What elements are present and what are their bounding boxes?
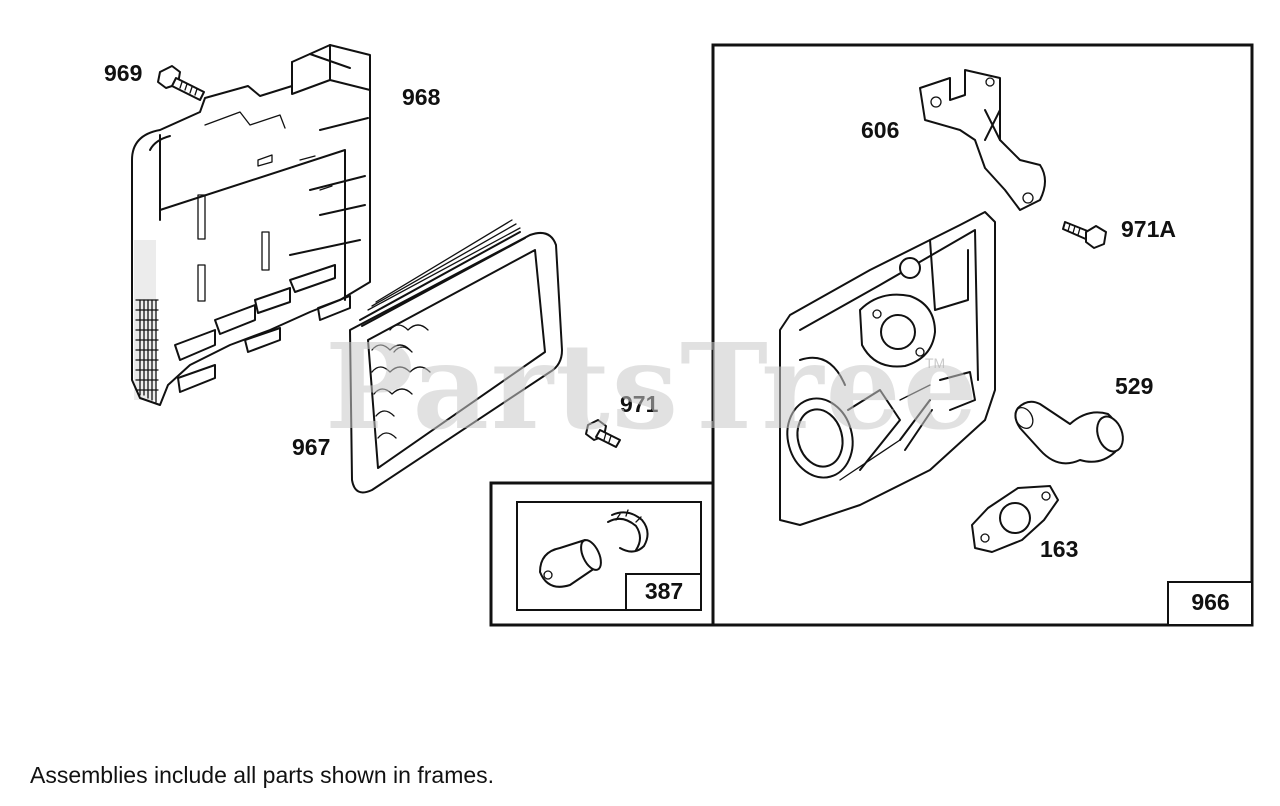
housing-966 (779, 211, 996, 526)
callout-971a: 971A (1121, 216, 1176, 242)
callout-969: 969 (104, 60, 143, 86)
frame-966 (711, 43, 1254, 627)
screw-971a (1062, 221, 1107, 249)
frame-label-387: 387 (644, 578, 684, 604)
screw-971 (585, 419, 621, 448)
bolt-969 (157, 65, 205, 101)
elbow-tube-529 (1014, 400, 1124, 465)
gasket-163 (971, 485, 1059, 553)
callout-971: 971 (620, 391, 659, 417)
watermark-trademark: TM (925, 355, 946, 371)
callout-606: 606 (861, 117, 900, 143)
footnote: Assemblies include all parts shown in fr… (30, 762, 495, 788)
callout-967: 967 (292, 434, 331, 460)
frame-387 (489, 481, 715, 627)
frame-label-966: 966 (1191, 589, 1230, 615)
air-filter-967 (349, 219, 563, 494)
callout-163: 163 (1040, 536, 1079, 562)
air-cleaner-base-968 (131, 44, 371, 406)
callout-968: 968 (402, 84, 441, 110)
callout-529: 529 (1115, 373, 1154, 399)
bracket-606 (919, 69, 1046, 211)
